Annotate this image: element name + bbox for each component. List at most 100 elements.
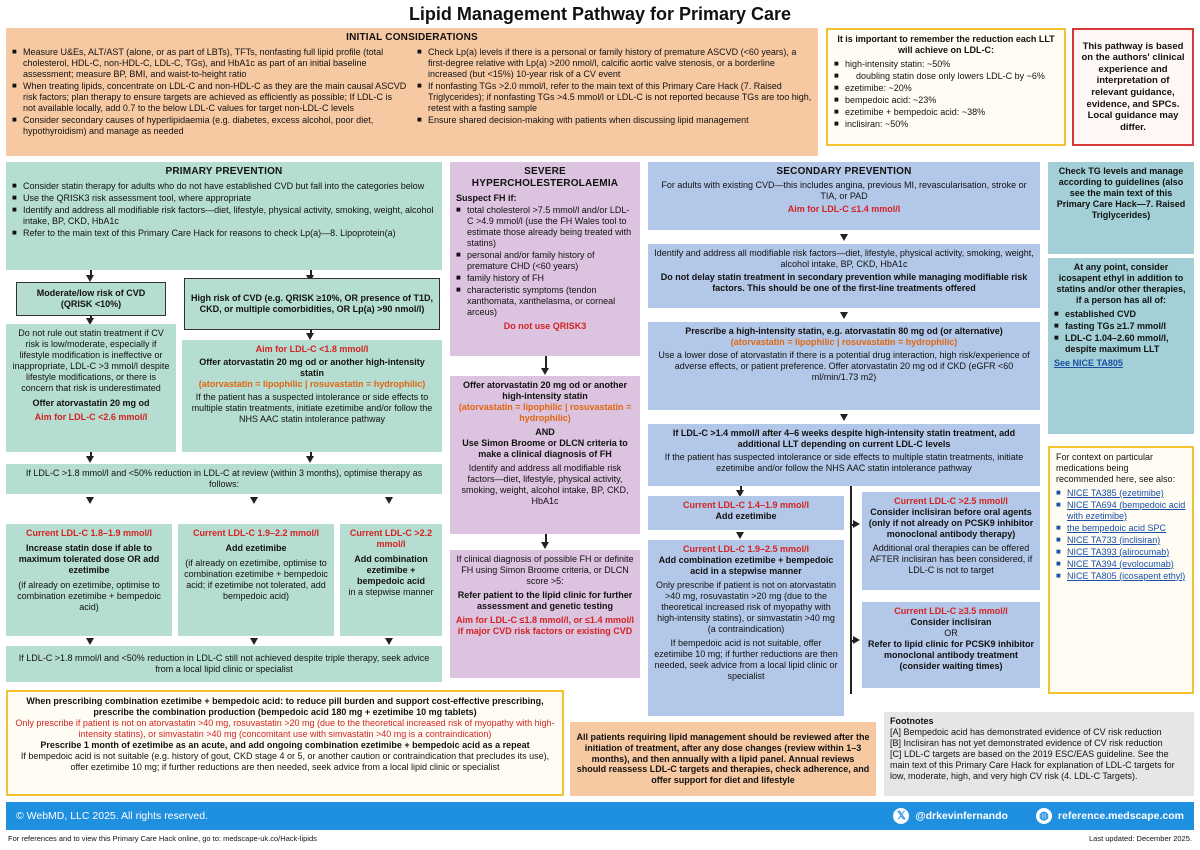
footnote: [C] LDL-C targets are based on the 2019 … [890,748,1175,781]
reduction-list: high-intensity statin: ~50% doubling sta… [834,59,1058,130]
fh-heading: SEVERE HYPERCHOLESTEROLAEMIA [471,166,619,190]
connector [545,534,547,544]
high-risk-note: (atorvastatin = lipophilic | rosuvastati… [198,378,426,389]
arrow-right-icon [853,520,860,528]
connector [310,270,312,276]
secondary-prescribe-body: Use a lower dose of atorvastatin if ther… [658,349,1030,382]
sec-option-4-heading: Current LDL-C ≥3.5 mmol/l [894,606,1008,616]
fh-refer-box: If clinical diagnosis of possible FH or … [450,550,640,678]
list-item: family history of FH [456,273,634,284]
low-risk-heading: Moderate/low risk of CVD (QRISK <10%) [36,288,146,309]
secondary-heading: SECONDARY PREVENTION [776,166,912,177]
footnote: [B] Inclisiran has not yet demonstrated … [890,737,1163,748]
list-item: inclisiran: ~50% [834,119,1058,130]
fh-diag: If clinical diagnosis of possible FH or … [456,554,634,586]
list-item: Identify and address all modifiable risk… [12,205,436,227]
site-url: reference.medscape.com [1057,810,1184,822]
connector [90,270,92,276]
secondary-aim: Aim for LDL-C ≤1.4 mmol/l [787,204,901,215]
arrow-down-icon [840,312,848,319]
references-line[interactable]: For references and to view this Primary … [8,834,317,843]
connector [90,452,92,459]
secondary-review-box: If LDL-C >1.4 mmol/l after 4–6 weeks des… [648,424,1040,486]
low-risk-body-box: Do not rule out statin treatment if CV r… [6,324,176,452]
sec-option-2-action: Add combination ezetimibe + bempedoic ac… [658,554,834,576]
combo-line-2: Only prescribe if patient is not on ator… [15,717,555,739]
secondary-review-body: If the patient has suspected intolerance… [664,451,1024,473]
list-item: doubling statin dose only lowers LDL-C b… [834,71,1058,82]
secondary-delay: Do not delay statin treatment in seconda… [660,271,1028,293]
footnotes-heading: Footnotes [890,716,934,726]
meds-list: NICE TA385 (ezetimibe) NICE TA694 (bempe… [1056,488,1186,582]
footnotes-box: Footnotes [A] Bempedoic acid has demonst… [884,712,1194,796]
arrow-down-icon [250,638,258,645]
meds-link[interactable]: NICE TA733 (inclisiran) [1056,535,1186,546]
site-link[interactable]: ◍ reference.medscape.com [1035,808,1184,824]
arrow-down-icon [250,497,258,504]
tg-check: Check TG levels and manage according to … [1056,166,1186,220]
list-item: When treating lipids, concentrate on LDL… [12,81,407,114]
secondary-identify-box: Identify and address all modifiable risk… [648,244,1040,308]
primary-list: Consider statin therapy for adults who d… [12,181,436,239]
arrow-down-icon [86,275,94,282]
option-2-heading: Current LDL-C 1.9–2.2 mmol/l [192,528,320,538]
fh-no-qrisk: Do not use QRISK3 [503,321,587,332]
secondary-prescribe-box: Prescribe a high-intensity statin, e.g. … [648,322,1040,410]
list-item: established CVD [1054,309,1188,320]
connector [310,330,312,334]
sec-option-4-body: Refer to lipid clinic for PCSK9 inhibito… [868,638,1035,671]
primary-review: If LDL-C >1.8 mmol/l and <50% reduction … [25,468,423,489]
social-handle-link[interactable]: 𝕏 @drkevinfernando [893,808,1008,824]
social-handle: @drkevinfernando [915,810,1008,822]
arrow-down-icon [541,542,549,549]
list-item: LDL-C 1.04–2.60 mmol/l, despite maximum … [1054,333,1188,355]
fh-aim: Aim for LDL-C ≤1.8 mmol/l, or ≤1.4 mmol/… [456,614,634,636]
review-all-box: All patients requiring lipid management … [570,722,876,796]
option-2-action: Add ezetimibe [225,542,287,553]
primary-option-2: Current LDL-C 1.9–2.2 mmol/l Add ezetimi… [178,524,334,636]
combo-line-3: Prescribe 1 month of ezetimibe as an acu… [40,739,530,750]
option-3-action: Add combination ezetimibe + bempedoic ac… [354,553,428,586]
icosapent-box: At any point, consider icosapent ethyl i… [1048,258,1194,434]
sec-option-2-body2: If bempedoic acid is not suitable, offer… [654,637,838,681]
arrow-down-icon [385,497,393,504]
list-item: Refer to the main text of this Primary C… [12,228,436,239]
meds-link[interactable]: NICE TA385 (ezetimibe) [1056,488,1186,499]
fh-refer: Refer patient to the lipid clinic for fu… [457,589,633,611]
sec-option-4-or: OR [944,627,958,638]
combo-line-4: If bempedoic acid is not suitable (e.g. … [20,750,550,772]
list-item: ezetimibe + bempedoic acid: ~38% [834,107,1058,118]
x-logo-icon: 𝕏 [893,808,910,824]
list-item: fasting TGs ≥1.7 mmol/l [1054,321,1188,332]
meds-link[interactable]: the bempedoic acid SPC [1056,523,1186,534]
meds-link[interactable]: NICE TA394 (evolocumab) [1056,559,1186,570]
primary-prevention-panel: PRIMARY PREVENTION Consider statin thera… [6,162,442,270]
fh-criteria: Use Simon Broome or DLCN criteria to mak… [462,437,628,459]
secondary-intro: For adults with existing CVD—this includ… [661,180,1027,202]
list-item: Use the QRISK3 risk assessment tool, whe… [12,193,436,204]
nice-ta805-link[interactable]: See NICE TA805 [1054,357,1123,368]
low-risk-offer: Offer atorvastatin 20 mg od [32,397,150,408]
low-risk-body: Do not rule out statin treatment if CV r… [12,328,170,393]
meds-link[interactable]: NICE TA694 (bempedoic acid with ezetimib… [1056,500,1186,522]
meds-link[interactable]: NICE TA805 (icosapent ethyl) [1056,571,1186,582]
list-item: Measure U&Es, ALT/AST (alone, or as part… [12,47,407,80]
initial-considerations-panel: INITIAL CONSIDERATIONS Measure U&Es, ALT… [6,28,818,156]
secondary-option-1: Current LDL-C 1.4–1.9 mmol/l Add ezetimi… [648,496,844,530]
primary-option-1: Current LDL-C 1.8–1.9 mmol/l Increase st… [6,524,172,636]
arrow-down-icon [86,638,94,645]
sec-option-2-body: Only prescribe if patient is not on ator… [655,579,837,634]
review-all: All patients requiring lipid management … [576,731,870,786]
arrow-down-icon [840,414,848,421]
secondary-option-2: Current LDL-C 1.9–2.5 mmol/l Add combina… [648,540,844,716]
arrow-down-icon [86,456,94,463]
sec-option-1-heading: Current LDL-C 1.4–1.9 mmol/l [682,500,810,510]
arrow-down-icon [736,490,744,497]
high-risk-offer: Offer atorvastatin 20 mg od or another h… [199,356,425,378]
high-risk-aim: Aim for LDL-C <1.8 mmol/l [255,344,369,354]
arrow-down-icon [86,497,94,504]
globe-icon: ◍ [1035,808,1052,824]
meds-link[interactable]: NICE TA393 (alirocumab) [1056,547,1186,558]
list-item: total cholesterol >7.5 mmol/l and/or LDL… [456,205,634,249]
disclaimer-text: This pathway is based on the authors' cl… [1081,40,1185,133]
